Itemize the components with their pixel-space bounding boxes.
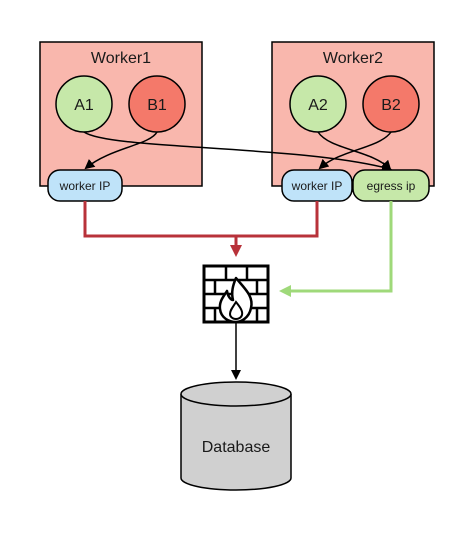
worker1-ip: worker IP bbox=[47, 169, 123, 202]
green-route-egress bbox=[279, 201, 393, 297]
red-route-worker2 bbox=[236, 201, 319, 238]
pod-a1: A1 bbox=[55, 75, 113, 133]
worker2-ip: worker IP bbox=[281, 169, 353, 202]
pod-a1-label: A1 bbox=[74, 97, 94, 114]
arrow-b2-to-worker2-ip bbox=[318, 131, 392, 170]
database-node: Database bbox=[180, 381, 292, 491]
pod-b2-label: B2 bbox=[381, 97, 401, 114]
pod-b1: B1 bbox=[128, 75, 186, 133]
worker1-title: Worker1 bbox=[91, 50, 151, 67]
arrow-b1-to-worker1-ip bbox=[84, 131, 158, 170]
pod-b2: B2 bbox=[362, 75, 420, 133]
firewall-icon bbox=[202, 264, 270, 324]
database-label: Database bbox=[202, 439, 271, 456]
worker2-ip-label: worker IP bbox=[291, 179, 343, 193]
arrow-a2-to-egress-ip bbox=[317, 131, 392, 171]
arrow-a1-to-egress-ip bbox=[83, 131, 392, 172]
flame-icon bbox=[218, 276, 253, 324]
worker2-title: Worker2 bbox=[323, 50, 383, 67]
red-route-worker1 bbox=[83, 201, 236, 238]
worker1-ip-label: worker IP bbox=[59, 179, 111, 193]
pod-a2: A2 bbox=[289, 75, 347, 133]
egress-ip: egress ip bbox=[352, 169, 430, 202]
egress-ip-label: egress ip bbox=[367, 179, 416, 193]
pod-b1-label: B1 bbox=[147, 97, 167, 114]
pod-a2-label: A2 bbox=[308, 97, 328, 114]
